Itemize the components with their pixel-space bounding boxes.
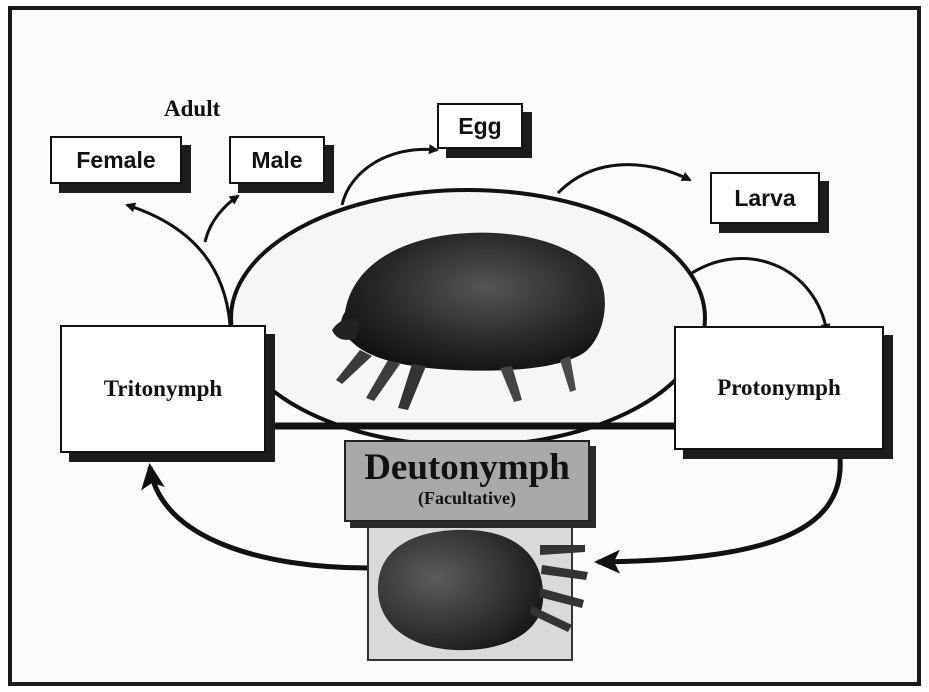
deutonymph-box: Deutonymph (Facultative) — [344, 440, 590, 522]
facultative-label: (Facultative) — [346, 488, 588, 508]
protonymph-label: Protonymph — [717, 375, 841, 401]
larva-box: Larva — [710, 172, 820, 224]
egg-box: Egg — [437, 103, 523, 149]
adult-label: Adult — [164, 96, 220, 122]
deutonymph-label: Deutonymph — [346, 448, 588, 488]
egg-label: Egg — [458, 113, 501, 140]
protonymph-box: Protonymph — [674, 326, 884, 450]
tritonymph-box: Tritonymph — [60, 325, 266, 453]
tritonymph-label: Tritonymph — [104, 376, 222, 402]
female-box: Female — [50, 136, 182, 184]
male-box: Male — [229, 136, 325, 184]
female-label: Female — [76, 147, 155, 174]
deutonymph-photo-icon — [368, 522, 588, 660]
larva-label: Larva — [734, 185, 795, 212]
male-label: Male — [251, 147, 302, 174]
